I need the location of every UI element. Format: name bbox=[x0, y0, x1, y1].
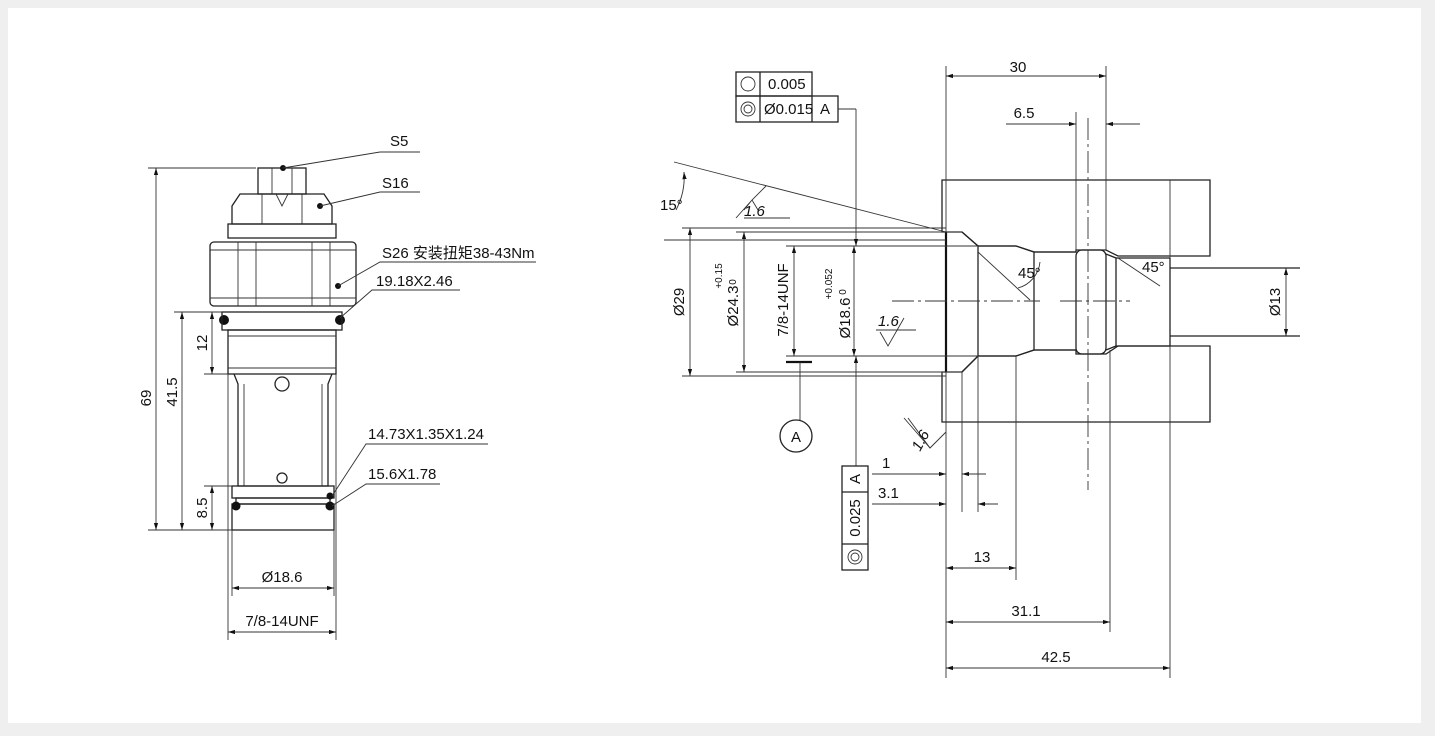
dim-dia24-tol-lower: 0 bbox=[728, 279, 739, 285]
top-dims bbox=[945, 66, 1140, 250]
dim-dia18-tol-upper: +0.052 bbox=[824, 268, 835, 299]
oring-top-right bbox=[335, 315, 345, 325]
bottom-dims bbox=[872, 346, 1171, 678]
dim-dia24: Ø24.3 bbox=[725, 286, 742, 327]
stem-s5 bbox=[257, 167, 307, 208]
side-port-lower bbox=[276, 472, 288, 484]
dim-31-1: 31.1 bbox=[1011, 603, 1040, 620]
left-valve-view: S5 S16 S26 安装扭矩38-43Nm 19.18X2.46 14.73X… bbox=[138, 133, 536, 640]
label-oring-mid: 14.73X1.35X1.24 bbox=[368, 426, 484, 443]
dim-30: 30 bbox=[1010, 59, 1027, 76]
feature-control-frame-top bbox=[735, 71, 859, 246]
dim-8-5: 8.5 bbox=[194, 498, 211, 519]
right-cavity-view: Ø29 Ø24.3 +0.15 0 7/8-14UNF Ø18.6 +0.052… bbox=[660, 59, 1300, 678]
label-s26-torque: S26 安装扭矩38-43Nm bbox=[382, 245, 535, 262]
taper-line bbox=[673, 161, 947, 233]
dim-42-5: 42.5 bbox=[1041, 649, 1070, 666]
dim-thread: 7/8-14UNF bbox=[245, 613, 318, 630]
roughness-symbol-1: 1.6 bbox=[735, 185, 790, 220]
dim-3-1: 3.1 bbox=[878, 485, 899, 502]
roughness-symbol-2: 1.6 bbox=[876, 313, 916, 347]
chamfer-line-45a bbox=[977, 251, 1031, 301]
dim-6-5: 6.5 bbox=[1014, 105, 1035, 122]
roughness-symbol-3: 1.6 bbox=[903, 417, 947, 454]
tol-concentricity-value: Ø0.015 bbox=[764, 101, 813, 118]
threaded-section bbox=[221, 311, 343, 375]
dim-1: 1 bbox=[882, 455, 890, 472]
bore-outline bbox=[944, 180, 1300, 373]
technical-drawing: S5 S16 S26 安装扭矩38-43Nm 19.18X2.46 14.73X… bbox=[138, 59, 1300, 678]
angle-45a: 45° bbox=[1018, 265, 1041, 282]
label-oring-bot: 15.6X1.78 bbox=[368, 466, 436, 483]
dim-13: 13 bbox=[974, 549, 991, 566]
diameter-extensions bbox=[682, 227, 1289, 377]
tol-circularity-value: 0.005 bbox=[768, 76, 806, 93]
label-oring-top: 19.18X2.46 bbox=[376, 273, 453, 290]
chamfer-line-45b bbox=[1117, 257, 1161, 287]
nut-s16 bbox=[227, 193, 337, 239]
left-horizontal-dims bbox=[227, 374, 337, 640]
angle-45b: 45° bbox=[1142, 259, 1165, 276]
side-port-upper bbox=[274, 376, 290, 392]
svg-text:1.6: 1.6 bbox=[909, 427, 934, 454]
backup-ring-right bbox=[326, 492, 334, 500]
oring-top-left bbox=[219, 315, 229, 325]
svg-text:1.6: 1.6 bbox=[744, 203, 766, 220]
dim-dia24-tol-upper: +0.15 bbox=[714, 263, 725, 289]
label-s5: S5 bbox=[390, 133, 408, 150]
dim-41-5: 41.5 bbox=[164, 377, 181, 406]
left-leaders bbox=[280, 151, 536, 507]
feature-control-frame-bottom bbox=[841, 356, 869, 571]
left-vertical-dims bbox=[148, 167, 256, 531]
dim-69: 69 bbox=[138, 390, 155, 407]
angle-15: 15° bbox=[660, 197, 683, 214]
lower-tube bbox=[231, 373, 335, 531]
angle-arc-15 bbox=[675, 171, 687, 211]
dim-12: 12 bbox=[194, 335, 211, 352]
datum-a: A bbox=[791, 429, 801, 446]
datum-circle-a bbox=[779, 419, 813, 453]
label-s16: S16 bbox=[382, 175, 409, 192]
angle-arc-45a bbox=[1017, 261, 1041, 289]
dim-dia18-tol-lower: 0 bbox=[838, 289, 849, 295]
svg-text:1.6: 1.6 bbox=[878, 313, 900, 330]
dim-thread-right: 7/8-14UNF bbox=[775, 263, 792, 336]
tol2-ref: A bbox=[847, 474, 864, 484]
dim-dia29: Ø29 bbox=[671, 288, 688, 316]
dim-dia13: Ø13 bbox=[1267, 288, 1284, 316]
dim-dia18: Ø18.6 bbox=[837, 298, 854, 339]
tol2-concentricity-value: 0.025 bbox=[847, 499, 864, 537]
oring-bottom-left bbox=[231, 501, 241, 511]
drawing-frame: S5 S16 S26 安装扭矩38-43Nm 19.18X2.46 14.73X… bbox=[8, 8, 1421, 723]
oring-bottom-right bbox=[325, 501, 335, 511]
tol-concentricity-ref: A bbox=[820, 101, 830, 118]
dim-diameter: Ø18.6 bbox=[262, 569, 303, 586]
hex-body-s26 bbox=[209, 241, 357, 307]
